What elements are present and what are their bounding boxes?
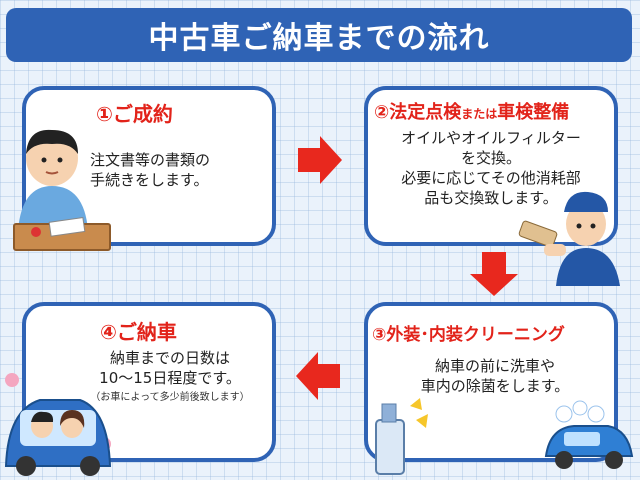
mechanic-illustration bbox=[518, 191, 620, 286]
step-4-line-1: 納車までの日数は bbox=[109, 349, 230, 367]
step-2-line-3: 必要に応じてその他消耗部 bbox=[401, 169, 581, 187]
step-1-line-2: 手続きをします。 bbox=[90, 171, 209, 189]
couple-in-car-illustration bbox=[4, 373, 112, 476]
step-2-title-prefix: ②法定点検 bbox=[374, 102, 462, 123]
step-3-line-1: 納車の前に洗車や bbox=[434, 357, 555, 375]
cleaning-spray-illustration bbox=[375, 398, 428, 475]
step-2-line-4: 品も交換致します。 bbox=[424, 189, 558, 207]
arrow-left-icon bbox=[296, 352, 340, 400]
step-1-line-1: 注文書等の書類の bbox=[90, 151, 211, 169]
step-2-title-suffix: 車検整備 bbox=[497, 102, 570, 123]
arrow-down-icon bbox=[470, 252, 518, 296]
step-2-title-small: または bbox=[461, 107, 498, 121]
step-3-title: ③外装･内装クリーニング bbox=[372, 325, 565, 345]
step-1-title: ①ご成約 bbox=[96, 102, 173, 126]
step-1-text: 注文書等の書類の 手続きをします。 bbox=[90, 150, 250, 190]
step-2-title: ②法定点検または車検整備 bbox=[374, 98, 569, 124]
arrow-right-icon bbox=[298, 136, 342, 184]
step-4-text: 納車までの日数は 10〜15日程度です。 （お車によって多少前後致します） bbox=[70, 348, 270, 408]
person-writing-illustration bbox=[13, 129, 111, 251]
step-2-line-2: を交換。 bbox=[460, 149, 521, 167]
step-2-line-1: オイルやオイルフィルター bbox=[401, 129, 581, 147]
page-title: 中古車ご納車までの流れ bbox=[148, 21, 490, 56]
step-2-text: オイルやオイルフィルター を交換。 必要に応じてその他消耗部 品も交換致します。 bbox=[376, 128, 606, 208]
step-4-line-2: 10〜15日程度です。 bbox=[99, 369, 241, 387]
car-wash-illustration bbox=[544, 400, 634, 469]
page-header: 中古車ご納車までの流れ bbox=[6, 8, 632, 62]
step-3-text: 納車の前に洗車や 車内の除菌をします。 bbox=[390, 356, 600, 396]
step-4-note: （お車によって多少前後致します） bbox=[90, 392, 250, 403]
step-4-title: ④ご納車 bbox=[100, 320, 177, 344]
step-3-line-2: 車内の除菌をします。 bbox=[420, 377, 570, 395]
